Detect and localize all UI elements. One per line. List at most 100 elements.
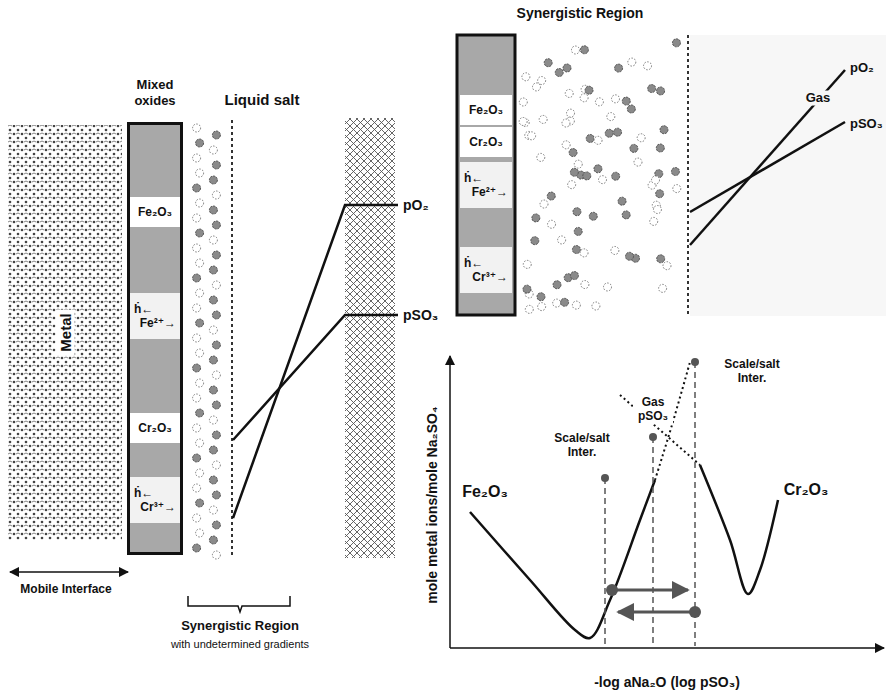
shift-dot bbox=[606, 584, 618, 596]
ion-dot bbox=[555, 69, 563, 77]
ion-dot bbox=[586, 134, 594, 142]
ion-dot bbox=[212, 341, 220, 349]
po2-gradient bbox=[233, 205, 398, 518]
ion-dot bbox=[196, 529, 204, 537]
shift-arrow bbox=[618, 611, 695, 614]
node-text: ḣ← bbox=[134, 486, 176, 500]
boundary-dot bbox=[691, 358, 699, 366]
ion-dot bbox=[573, 208, 581, 216]
boundary-dash bbox=[604, 478, 606, 646]
ion-dot bbox=[569, 149, 577, 157]
ion-dot bbox=[193, 244, 201, 252]
ion-dots bbox=[519, 39, 681, 314]
ion-dot bbox=[193, 454, 201, 462]
ion-dot bbox=[539, 115, 547, 123]
ion-dot bbox=[572, 301, 580, 309]
panel-label: Liquid salt bbox=[225, 91, 300, 108]
ion-dot bbox=[574, 160, 582, 168]
boundary-dot bbox=[601, 474, 609, 482]
bracket bbox=[188, 596, 290, 612]
mobile-interface-arrow bbox=[10, 571, 128, 573]
ion-dot bbox=[657, 87, 665, 95]
defect-band: ḣ←Fe²⁺→ bbox=[460, 162, 512, 208]
ion-dot bbox=[547, 192, 555, 200]
panel-label: pO₂ bbox=[850, 61, 874, 76]
ion-dot bbox=[537, 153, 545, 161]
defect-band: ḣ←Fe²⁺→ bbox=[130, 293, 180, 339]
boundary-dash bbox=[652, 437, 654, 646]
chart-label: Fe₂O₃ bbox=[462, 483, 508, 501]
ion-dot bbox=[644, 62, 652, 70]
ion-dot bbox=[196, 139, 204, 147]
ion-dot bbox=[622, 211, 630, 219]
ion-dot bbox=[212, 551, 220, 559]
ion-dot bbox=[196, 199, 204, 207]
ion-dot bbox=[607, 113, 615, 121]
ion-dot bbox=[612, 95, 620, 103]
node-text: Cr³⁺→ bbox=[464, 270, 508, 284]
ion-dot bbox=[656, 190, 664, 198]
ion-dot bbox=[209, 206, 217, 214]
po2-gradient bbox=[690, 70, 845, 245]
node-text: ḣ← bbox=[464, 171, 508, 185]
ion-dot bbox=[209, 146, 217, 154]
ion-dot bbox=[656, 144, 664, 152]
ion-dot bbox=[580, 249, 588, 257]
ion-dot bbox=[540, 200, 548, 208]
ion-dot bbox=[193, 274, 201, 282]
ion-dot bbox=[605, 129, 613, 137]
ion-dot bbox=[538, 303, 546, 311]
ion-dot bbox=[196, 349, 204, 357]
ion-dot bbox=[196, 319, 204, 327]
ion-dot bbox=[532, 214, 540, 222]
ion-dot bbox=[193, 124, 201, 132]
ion-dot bbox=[611, 246, 619, 254]
ion-dot bbox=[212, 431, 220, 439]
ion-dot bbox=[594, 136, 602, 144]
node-text: Metal bbox=[56, 309, 75, 355]
ion-dot bbox=[196, 469, 204, 477]
ion-dot bbox=[614, 128, 622, 136]
ion-dot bbox=[672, 39, 680, 47]
ion-dot bbox=[567, 109, 575, 117]
ion-dot bbox=[209, 326, 217, 334]
ion-dot bbox=[519, 98, 527, 106]
ion-dot bbox=[563, 64, 571, 72]
ion-dot bbox=[626, 252, 634, 260]
ion-dot bbox=[628, 58, 636, 66]
ion-dot bbox=[193, 514, 201, 522]
panel-label: pO₂ bbox=[403, 197, 429, 213]
ion-dot bbox=[562, 119, 570, 127]
ion-dot bbox=[212, 461, 220, 469]
oxide-band: Cr₂O₃ bbox=[460, 127, 512, 157]
node-text: Fe₂O₃ bbox=[138, 205, 172, 219]
ion-dot bbox=[581, 281, 589, 289]
ion-dot bbox=[673, 185, 681, 193]
node-text: Cr₂O₃ bbox=[138, 421, 172, 435]
box-heading: Mixed oxides bbox=[120, 77, 190, 108]
ion-dot bbox=[209, 446, 217, 454]
ion-dot bbox=[212, 281, 220, 289]
ion-dot bbox=[519, 117, 527, 125]
ion-dot bbox=[209, 506, 217, 514]
ion-dot bbox=[659, 284, 667, 292]
ion-dot bbox=[193, 154, 201, 162]
ion-dot bbox=[604, 283, 612, 291]
ion-dot bbox=[653, 206, 661, 214]
cr2o3-dotted bbox=[620, 395, 700, 465]
panel-label: Mobile Interface bbox=[20, 583, 111, 597]
panel-label: with undetermined gradients bbox=[171, 638, 309, 651]
interface-dash bbox=[687, 35, 689, 316]
salt-hatch bbox=[345, 118, 395, 558]
ion-dot bbox=[193, 394, 201, 402]
ion-dot bbox=[212, 521, 220, 529]
panel-label: Gas bbox=[804, 91, 833, 106]
oxide-band: Cr₂O₃ bbox=[130, 413, 180, 443]
ion-dot bbox=[558, 236, 566, 244]
defect-band: ḣ←Cr³⁺→ bbox=[460, 247, 512, 293]
node-text: Cr³⁺→ bbox=[134, 500, 176, 514]
node-text: Fe²⁺→ bbox=[134, 316, 176, 330]
ion-dot bbox=[212, 251, 220, 259]
ion-dot bbox=[209, 536, 217, 544]
y-axis bbox=[449, 356, 451, 648]
